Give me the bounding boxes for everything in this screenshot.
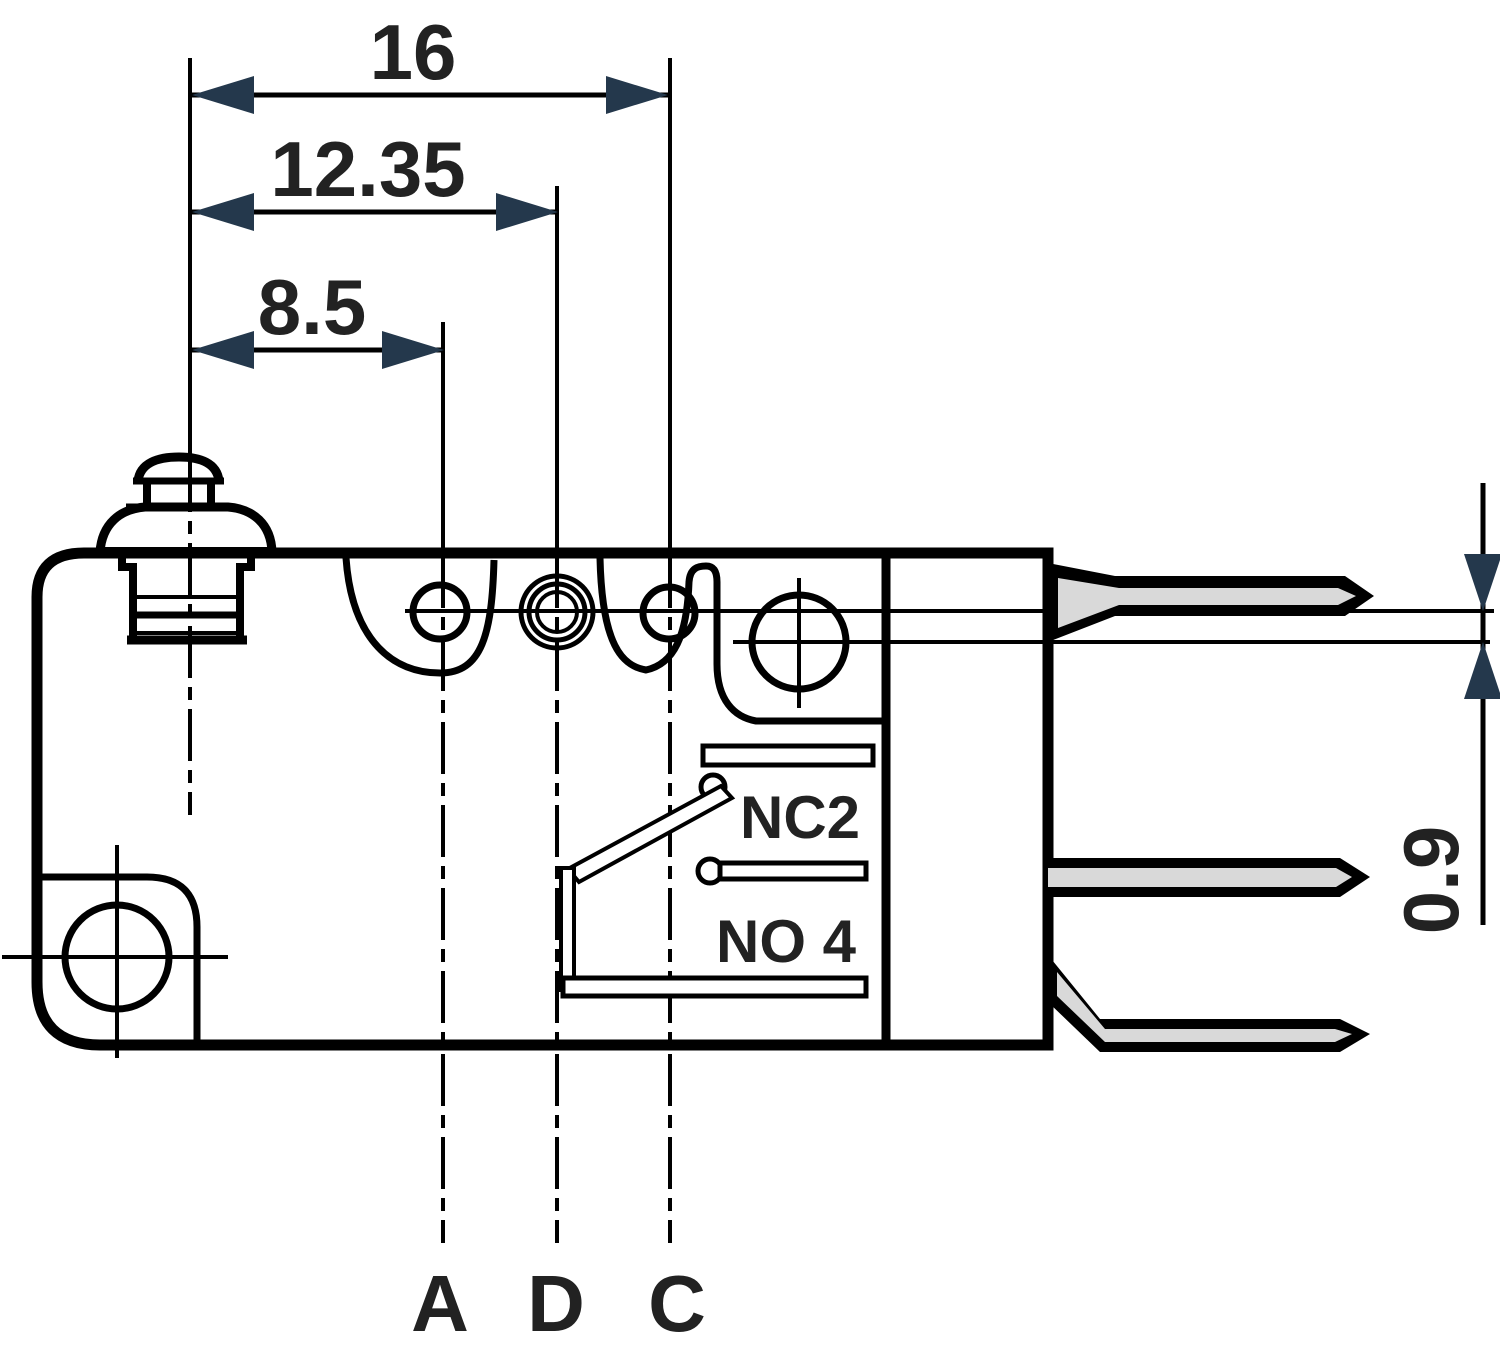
switch-body-outline [31, 547, 1054, 1051]
contact-common-bar [560, 975, 869, 999]
arrowhead-right [382, 331, 444, 369]
dimension-8-5-label: 8.5 [258, 263, 366, 351]
terminal-middle-core [1048, 868, 1352, 887]
hole-d-middle-ring [526, 581, 588, 643]
plunger-bell [95, 502, 277, 553]
arrowhead-up [1464, 642, 1500, 699]
extension-lines [2, 58, 1494, 1243]
dimension-12-35-label: 12.35 [270, 125, 465, 213]
mounting-boss-outline [37, 873, 201, 1043]
mounting-hole-top-right [748, 591, 850, 693]
terminal-bottom-outline [1048, 955, 1370, 1052]
terminal-bottom-core [1057, 972, 1352, 1042]
centerline-label-d: D [527, 1259, 585, 1348]
plunger-recess-left [118, 556, 137, 638]
contact-lever-arm [564, 783, 736, 885]
arrowhead-down [1464, 554, 1500, 611]
hole-d-inner-ring [535, 590, 579, 634]
terminals [1048, 563, 1374, 1052]
inner-contour-scallop-c-recess [596, 557, 884, 725]
mounting-hole-bottom-left [61, 901, 173, 1013]
arrowhead-left [192, 76, 254, 114]
contact-lever-upright [559, 866, 576, 992]
dimension-0-9 [1464, 483, 1500, 925]
arrowhead-left [192, 193, 254, 231]
contact-no-bar [717, 860, 869, 882]
hole-d-outer-ring [518, 573, 596, 651]
centerline-label-c: C [648, 1259, 706, 1348]
arrowhead-left [192, 331, 254, 369]
arrowhead-right [496, 193, 558, 231]
terminal-bottom [1048, 955, 1370, 1052]
contact-nc-label: NC2 [740, 784, 860, 851]
dimension-12-35 [192, 193, 558, 231]
terminal-middle [1048, 858, 1370, 897]
centerline-label-a: A [411, 1259, 469, 1348]
terminal-top [1048, 563, 1374, 642]
plunger [95, 452, 277, 645]
holes [61, 573, 850, 1013]
contact-mechanism [559, 743, 876, 999]
hole-a [409, 581, 471, 643]
arrowhead-right [606, 76, 668, 114]
plunger-recess-right [236, 556, 255, 638]
plunger-cap-dome [133, 452, 224, 482]
drawing-labels: 16 12.35 8.5 0.9 NC2 NO 4 A D C [258, 8, 1475, 1348]
inner-contour-scallop-a [342, 557, 498, 677]
switch-body [31, 547, 1054, 1051]
contact-nc-bar [700, 743, 876, 768]
dimension-16 [192, 76, 668, 114]
terminal-top-core [1058, 578, 1356, 628]
contact-no-label: NO 4 [716, 908, 857, 975]
hole-c [639, 583, 699, 643]
dimension-0-9-label: 0.9 [1387, 826, 1475, 934]
dimension-8-5 [192, 331, 444, 369]
dimension-16-label: 16 [370, 8, 457, 96]
